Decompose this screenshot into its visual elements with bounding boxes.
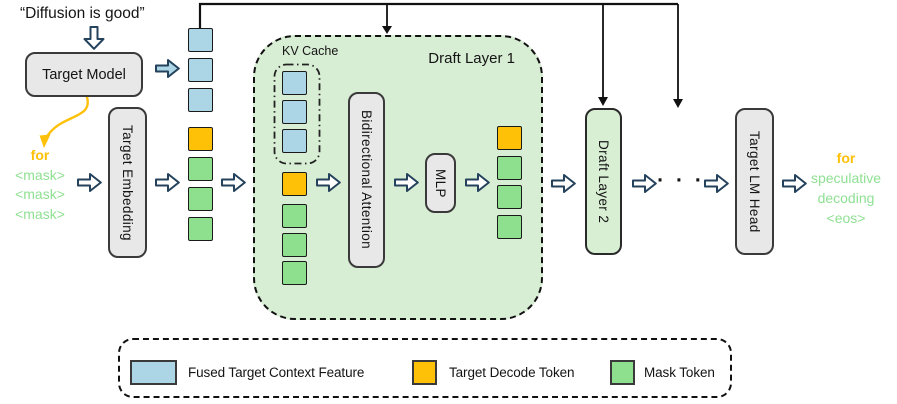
target-model-box: Target Model xyxy=(25,52,143,97)
prompt-token-mask: <mask> xyxy=(15,166,65,183)
mask-token xyxy=(282,261,307,285)
bidirectional-attention-box: Bidirectional Attention xyxy=(348,92,385,268)
input-sentence-quote: “Diffusion is good” xyxy=(20,5,145,22)
flow-arrow-blue-icon xyxy=(155,59,180,78)
flow-arrow-icon xyxy=(782,174,807,193)
mlp-box: MLP xyxy=(425,153,456,213)
target-lm-head-box: Target LM Head xyxy=(735,108,774,255)
mask-token xyxy=(188,187,213,211)
input-prompt: for <mask> <mask> <mask> xyxy=(6,146,74,224)
flow-arrow-icon xyxy=(316,173,341,192)
kv-cache-token-column xyxy=(282,71,307,153)
context-token xyxy=(282,100,307,124)
flow-arrow-icon xyxy=(704,174,729,193)
output-token-decoding: decoding xyxy=(817,190,875,206)
draft-layer-2-label: Draft Layer 2 xyxy=(596,139,611,224)
flow-arrow-icon xyxy=(221,173,246,192)
kv-cache-label: KV Cache xyxy=(282,44,339,58)
legend-decode-label: Target Decode Token xyxy=(449,365,575,380)
prompt-token-for: for xyxy=(30,147,50,163)
draft-layer-2-box: Draft Layer 2 xyxy=(585,108,622,255)
decode-token xyxy=(497,126,522,150)
draft-output-token-column xyxy=(497,126,522,239)
decode-token xyxy=(188,127,213,151)
flow-arrow-icon xyxy=(551,174,576,193)
mask-token xyxy=(282,232,307,257)
context-token xyxy=(188,28,213,52)
target-model-label: Target Model xyxy=(42,66,126,83)
mask-token xyxy=(497,214,522,239)
mask-token xyxy=(188,157,213,181)
decode-token xyxy=(282,172,307,196)
prompt-token-mask: <mask> xyxy=(15,205,65,222)
prompt-token-mask: <mask> xyxy=(15,186,65,202)
legend-context-label: Fused Target Context Feature xyxy=(188,365,365,380)
legend-context-swatch xyxy=(130,360,177,385)
mask-token xyxy=(497,185,522,209)
more-layers-ellipsis: · · · xyxy=(657,169,705,192)
kv-cache-outline xyxy=(273,63,321,165)
output-prompt: for speculative decoding <eos> xyxy=(800,148,892,228)
mask-token xyxy=(188,217,213,241)
target-embedding-label: Target Embedding xyxy=(120,124,135,241)
flow-arrow-icon xyxy=(465,173,490,192)
target-lm-head-label: Target LM Head xyxy=(747,130,762,233)
legend-mask-swatch xyxy=(610,360,635,385)
legend-box: Fused Target Context Feature Target Deco… xyxy=(118,338,732,398)
output-token-speculative: speculative xyxy=(810,170,882,186)
yellow-curved-arrow xyxy=(39,95,89,148)
mask-token xyxy=(282,204,307,228)
context-token xyxy=(282,129,307,153)
legend-decode-swatch xyxy=(412,360,437,385)
bidirectional-attention-label: Bidirectional Attention xyxy=(359,110,374,250)
output-token-eos: <eos> xyxy=(826,210,866,226)
down-arrowhead-draft2 xyxy=(598,97,608,106)
top-feedback-line xyxy=(198,2,683,108)
flow-arrow-icon xyxy=(632,174,657,193)
target-embedding-box: Target Embedding xyxy=(108,107,147,258)
context-token xyxy=(188,88,213,112)
flow-arrow-icon xyxy=(155,173,180,192)
draft-input-token-column xyxy=(282,172,307,285)
mask-token xyxy=(497,155,522,180)
context-token xyxy=(282,71,307,95)
legend-mask-label: Mask Token xyxy=(644,365,715,380)
down-block-arrow-icon xyxy=(83,26,105,50)
flow-arrow-icon xyxy=(77,173,102,192)
down-arrowhead-later-layers xyxy=(673,99,683,108)
input-token-column xyxy=(188,28,213,241)
draft-layer-1-label: Draft Layer 1 xyxy=(428,50,515,67)
context-token xyxy=(188,58,213,82)
output-token-for: for xyxy=(836,150,856,166)
down-arrowhead-draft1 xyxy=(382,26,392,34)
flow-arrow-icon xyxy=(394,173,419,192)
mlp-label: MLP xyxy=(433,168,448,198)
